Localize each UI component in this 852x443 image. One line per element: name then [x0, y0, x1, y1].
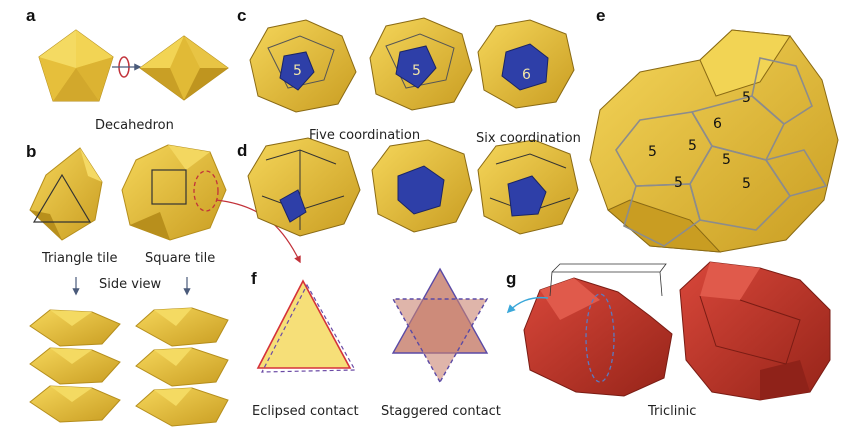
caption-side-view: Side view [99, 277, 162, 292]
rotation-arrow-icon [112, 56, 142, 78]
triclinic-arrow [506, 296, 549, 314]
coordination-number: 5 [688, 138, 697, 154]
triclinic-pair [523, 263, 673, 397]
cluster-c-right [477, 19, 575, 109]
triangle-tile [29, 147, 103, 241]
eclipsed-contact [256, 279, 357, 373]
panel-label-g: g [506, 269, 517, 288]
cluster-c-mid [369, 17, 473, 111]
panel-label-a: a [26, 6, 36, 25]
staggered-contact [391, 267, 489, 384]
panel-label-e: e [596, 6, 606, 25]
caption-staggered-contact: Staggered contact [381, 404, 501, 419]
coordination-number: 5 [412, 63, 421, 79]
cluster-c-left [249, 19, 357, 113]
caption-decahedron: Decahedron [95, 118, 174, 133]
coordination-number: 5 [722, 152, 731, 168]
coordination-number: 5 [648, 144, 657, 160]
coordination-number: 6 [713, 116, 722, 132]
cluster-d-right [477, 139, 579, 235]
coordination-number: 5 [674, 175, 683, 191]
caption-triangle-tile: Triangle tile [42, 251, 118, 266]
cluster-e [589, 29, 839, 253]
coordination-number: 5 [293, 63, 302, 79]
triangle-tile-stack [29, 309, 121, 423]
cluster-d-left [247, 137, 361, 237]
caption-eclipsed-contact: Eclipsed contact [252, 404, 359, 419]
panel-label-b: b [26, 142, 37, 161]
cluster-d-mid [371, 139, 473, 233]
caption-five-coordination: Five coordination [309, 128, 421, 143]
square-tile [121, 144, 227, 241]
panel-label-d: d [237, 141, 248, 160]
panel-label-c: c [237, 6, 247, 25]
caption-triclinic: Triclinic [648, 404, 697, 419]
caption-square-tile: Square tile [145, 251, 216, 266]
coordination-number: 6 [522, 67, 531, 83]
triclinic-crystal [679, 261, 831, 401]
decahedron-top-view [38, 29, 114, 102]
coordination-number: 5 [742, 90, 751, 106]
caption-six-coordination: Six coordination [476, 131, 581, 146]
decahedron-side-view [139, 35, 229, 101]
panel-label-f: f [251, 269, 257, 288]
square-tile-stack [135, 307, 229, 427]
coordination-number: 5 [742, 176, 751, 192]
